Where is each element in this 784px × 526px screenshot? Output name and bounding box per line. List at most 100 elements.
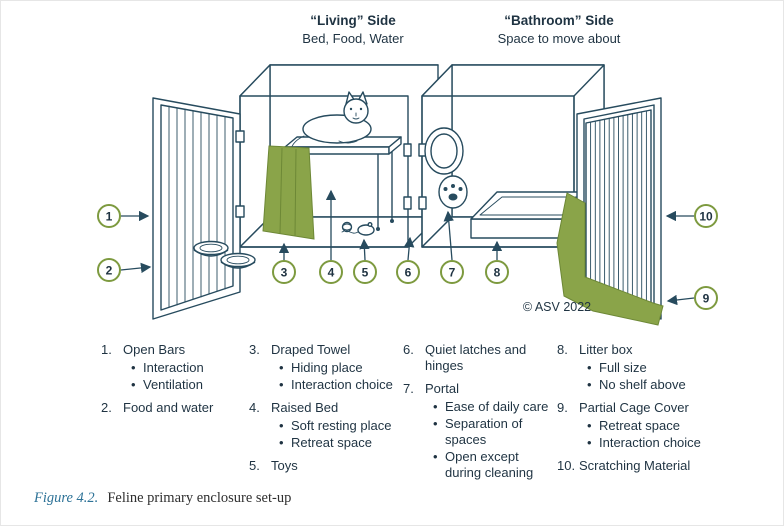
legend-bullet-text: Retreat space [599, 418, 680, 433]
legend-bullet: No shelf above [587, 377, 732, 393]
legend-bullet: Retreat space [279, 435, 401, 451]
figure-caption-text: Feline primary enclosure set-up [107, 490, 292, 506]
legend-bullets: Full size No shelf above [557, 360, 732, 393]
callout-10-label: 10 [699, 210, 713, 224]
open-bars-door [152, 97, 245, 320]
partial-cage-cover [556, 192, 664, 326]
legend-item-number: 5. [249, 458, 260, 473]
legend-bullet: Ease of daily care [433, 399, 553, 415]
cat-illustration [290, 91, 372, 160]
callout-9: 9 [694, 286, 718, 310]
legend-bullet: Interaction choice [279, 377, 401, 393]
legend-bullet-text: Ventilation [143, 377, 203, 392]
portal [424, 127, 468, 209]
legend-bullet-text: Open except during cleaning [445, 449, 534, 480]
legend-item-number: 1. [101, 342, 112, 357]
callout-5: 5 [353, 260, 377, 284]
legend-bullet: Interaction [131, 360, 251, 376]
toys [341, 221, 375, 236]
legend-column-3: 6. Quiet latches and hinges 7. Portal Ea… [403, 342, 553, 482]
legend-item-label: Partial Cage Cover [579, 400, 689, 415]
legend-bullets: Soft resting place Retreat space [249, 418, 401, 451]
callout-3: 3 [272, 260, 296, 284]
callout-arrows [120, 189, 695, 306]
legend-column-1: 1. Open Bars Interaction Ventilation 2. … [101, 342, 251, 418]
callout-7-label: 7 [449, 266, 456, 280]
living-side-subtitle: Bed, Food, Water [302, 31, 404, 46]
legend-bullet-text: Interaction choice [599, 435, 701, 450]
legend-bullet-text: Retreat space [291, 435, 372, 450]
callout-2: 2 [97, 258, 121, 282]
callout-6: 6 [396, 260, 420, 284]
legend-bullet-text: Full size [599, 360, 647, 375]
legend-item: 1. Open Bars [101, 342, 251, 358]
callout-3-label: 3 [281, 266, 288, 280]
legend-column-4: 8. Litter box Full size No shelf above 9… [557, 342, 732, 476]
legend-item: 2. Food and water [101, 400, 251, 416]
enclosure-diagram: “Living” Side Bed, Food, Water “Bathroom… [97, 13, 718, 326]
legend-bullet: Soft resting place [279, 418, 401, 434]
legend-item: 7. Portal [403, 381, 553, 397]
legend-bullets: Retreat space Interaction choice [557, 418, 732, 451]
legend-bullet: Interaction choice [587, 435, 732, 451]
legend-bullet: Ventilation [131, 377, 251, 393]
legend-bullets: Hiding place Interaction choice [249, 360, 401, 393]
legend-item-label: Open Bars [123, 342, 186, 357]
legend-item-label: Quiet latches and hinges [425, 342, 527, 373]
legend-bullet: Retreat space [587, 418, 732, 434]
callout-4: 4 [319, 260, 343, 284]
legend-item: 4. Raised Bed [249, 400, 401, 416]
legend-bullet-text: Interaction [143, 360, 204, 375]
callout-6-label: 6 [405, 266, 412, 280]
callout-7: 7 [440, 260, 464, 284]
legend-item-label: Litter box [579, 342, 633, 357]
legend-bullet-text: Interaction choice [291, 377, 393, 392]
legend-bullet: Hiding place [279, 360, 401, 376]
legend-bullet-text: Separation of spaces [445, 416, 523, 447]
callout-1-label: 1 [106, 210, 113, 224]
figure-caption-label: Figure 4.2. [34, 490, 99, 506]
draped-towel [262, 145, 315, 240]
legend-bullet: Separation of spaces [433, 416, 553, 448]
legend-item-label: Scratching Material [579, 458, 691, 473]
scratching-material [585, 109, 652, 307]
food-water-bowls [193, 240, 256, 269]
legend-item-label: Draped Towel [271, 342, 351, 357]
legend-bullets: Interaction Ventilation [101, 360, 251, 393]
callout-8-label: 8 [494, 266, 501, 280]
legend-item: 10. Scratching Material [557, 458, 732, 474]
callout-10: 10 [694, 204, 718, 228]
legend-item: 6. Quiet latches and hinges [403, 342, 553, 374]
legend-item-number: 4. [249, 400, 260, 415]
bathroom-side-subtitle: Space to move about [498, 31, 621, 46]
callout-4-label: 4 [328, 266, 335, 280]
legend-item-number: 9. [557, 400, 568, 415]
legend-item-label: Toys [271, 458, 298, 473]
callout-9-label: 9 [703, 292, 710, 306]
legend-bullets: Ease of daily care Separation of spaces … [403, 399, 553, 481]
callout-8: 8 [485, 260, 509, 284]
legend-column-2: 3. Draped Towel Hiding place Interaction… [249, 342, 401, 476]
legend-bullet-text: Ease of daily care [445, 399, 549, 414]
legend-item-number: 3. [249, 342, 260, 357]
legend-item-number: 8. [557, 342, 568, 357]
copyright-notice: © ASV 2022 [523, 300, 591, 314]
bathroom-side-title: “Bathroom” Side [504, 13, 614, 28]
legend-item-number: 2. [101, 400, 112, 415]
legend-item-number: 10. [557, 458, 576, 473]
legend-item-label: Food and water [123, 400, 214, 415]
legend-bullet-text: Soft resting place [291, 418, 392, 433]
living-side-title: “Living” Side [310, 13, 396, 28]
legend-item-label: Raised Bed [271, 400, 339, 415]
legend-item-number: 7. [403, 381, 414, 396]
legend-bullet: Full size [587, 360, 732, 376]
callout-2-label: 2 [106, 264, 113, 278]
figure-caption: Figure 4.2. Feline primary enclosure set-… [34, 490, 291, 507]
legend-item: 5. Toys [249, 458, 401, 474]
legend-item: 9. Partial Cage Cover [557, 400, 732, 416]
callout-1: 1 [97, 204, 121, 228]
legend-bullet: Open except during cleaning [433, 449, 553, 481]
legend-item-label: Portal [425, 381, 459, 396]
callout-5-label: 5 [362, 266, 369, 280]
